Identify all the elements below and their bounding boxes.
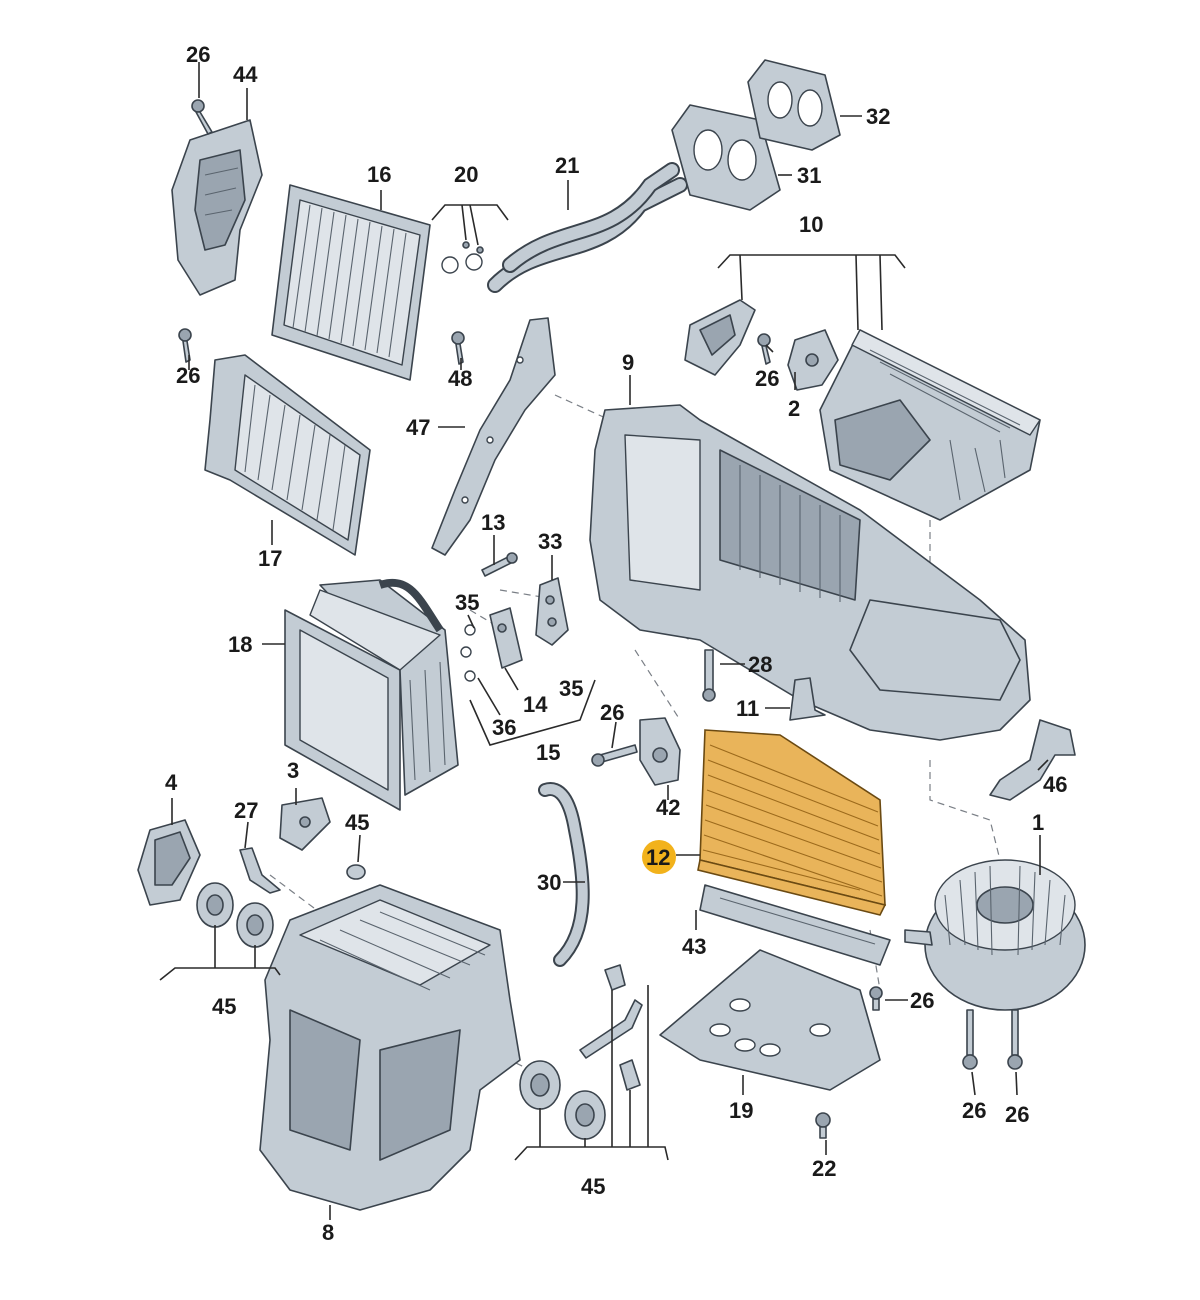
part-18-evaporator-block [309,578,459,796]
screw-13 [481,552,518,577]
part-11-clip [789,677,826,721]
part-8-lower-housing [259,884,521,1211]
part-19-bottom-tray [659,949,881,1091]
label-32: 32 [866,104,890,129]
part-27-sensor [239,847,281,894]
part-30-drain-hose [538,782,590,967]
screw-22 [815,1112,831,1139]
label-12: 12 [646,845,670,870]
label-10: 10 [799,212,823,237]
label-42: 42 [656,795,680,820]
label-47: 47 [406,415,430,440]
part-45-linkage-rods [579,964,643,1091]
screw-26-top-left [191,99,213,135]
part-3-servo-motor [279,797,331,851]
part-31-gasket [671,104,781,211]
label-26-blower-right: 26 [1005,1102,1029,1127]
label-2: 2 [788,396,800,421]
screw-26-blower-right [1007,1009,1023,1070]
part-10-flap-motor-bracket [684,299,756,376]
label-22: 22 [812,1156,836,1181]
label-9: 9 [622,350,634,375]
label-17: 17 [258,546,282,571]
leader-lines [159,62,1049,1220]
label-45-bottom: 45 [581,1174,605,1199]
label-16: 16 [367,162,391,187]
label-28: 28 [748,652,772,677]
part-45-gears-bottom [519,1060,606,1140]
part-43-filter-cover [699,884,891,966]
screw-26-blower-left [962,1009,978,1070]
label-4: 4 [165,770,178,795]
label-36: 36 [492,715,516,740]
label-20: 20 [454,162,478,187]
label-48: 48 [448,366,472,391]
label-3: 3 [287,758,299,783]
part-32-gasket [747,59,841,151]
screw-26-tray [869,986,883,1011]
part-14-expansion-valve [489,607,523,669]
label-45-left: 45 [212,994,236,1019]
part-16-heater-core [271,184,431,381]
part-1-blower-motor [904,859,1086,1011]
label-21: 21 [555,153,579,178]
label-30: 30 [537,870,561,895]
label-45-plug: 45 [345,810,369,835]
label-46: 46 [1043,772,1067,797]
label-19: 19 [729,1098,753,1123]
part-33-sensor [535,577,569,646]
label-15: 15 [536,740,560,765]
label-31: 31 [797,163,821,188]
part-44-bracket [171,119,263,296]
label-26-blower-left: 26 [962,1098,986,1123]
part-20-seals [441,241,484,274]
part-2-actuator [787,329,839,391]
part-12-highlight-badge [642,840,676,874]
screw-26-valve [591,744,638,767]
label-26-left-mid: 26 [176,363,200,388]
label-13: 13 [481,510,505,535]
part-21-coolant-pipes [487,162,688,293]
label-33: 33 [538,529,562,554]
label-26-tray: 26 [910,988,934,1013]
part-number-labels: 26 44 16 20 21 31 32 10 9 26 2 26 48 47 … [165,42,1067,1245]
part-35-36-seals [460,624,476,682]
part-18-filter-frame [284,609,401,811]
part-4-servo-motor [137,819,201,906]
label-27: 27 [234,798,258,823]
label-43: 43 [682,934,706,959]
label-26-valve: 26 [600,700,624,725]
label-8: 8 [322,1220,334,1245]
part-47-support-bracket [431,317,556,556]
part-45-plug [346,864,366,880]
part-12-cabin-filter [697,729,887,916]
label-26-upper-mid: 26 [755,366,779,391]
screw-26-upper-mid [757,333,771,365]
label-26-top-left: 26 [186,42,210,67]
label-14: 14 [523,692,548,717]
label-44: 44 [233,62,258,87]
part-46-bracket [989,719,1076,801]
label-18: 18 [228,632,252,657]
part-42-valve [639,717,681,786]
label-1: 1 [1032,810,1044,835]
part-17-evaporator [204,354,371,556]
part-9-main-housing [589,404,1031,741]
screw-48 [451,331,465,365]
part-10-air-distribution-housing [819,329,1041,521]
label-35-lower: 35 [559,676,583,701]
part-28-drain [702,649,716,702]
label-35-upper: 35 [455,590,479,615]
part-45-gears-left [196,882,274,948]
label-11: 11 [736,696,759,721]
